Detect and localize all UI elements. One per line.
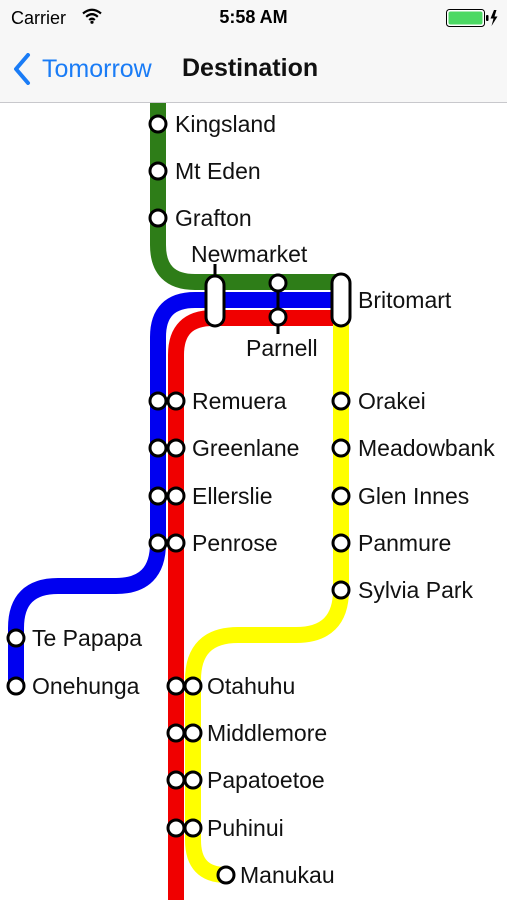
station-ellerslie[interactable]: Ellerslie xyxy=(148,483,273,509)
station-manukau[interactable]: Manukau xyxy=(216,862,335,888)
station-label: Middlemore xyxy=(207,720,327,746)
station-label: Puhinui xyxy=(207,815,284,841)
station-onehunga[interactable]: Onehunga xyxy=(6,673,140,699)
status-time: 5:58 AM xyxy=(219,7,288,27)
carrier-label: Carrier xyxy=(11,8,67,28)
station-label: Remuera xyxy=(192,388,287,414)
station-label: Greenlane xyxy=(192,435,299,461)
station-grafton[interactable]: Grafton xyxy=(148,205,252,231)
station-label: Orakei xyxy=(358,388,426,414)
station-otahuhu[interactable]: Otahuhu xyxy=(166,673,295,699)
station-label: Newmarket xyxy=(191,241,308,267)
station-parnell[interactable]: Parnell xyxy=(246,273,318,361)
station-label: Otahuhu xyxy=(207,673,295,699)
station-label: Parnell xyxy=(246,335,318,361)
station-papatoetoe[interactable]: Papatoetoe xyxy=(166,767,325,793)
station-label: Sylvia Park xyxy=(358,577,474,603)
chevron-left-icon xyxy=(14,53,30,85)
station-label: Manukau xyxy=(240,862,335,888)
station-label: Glen Innes xyxy=(358,483,469,509)
station-panmure[interactable]: Panmure xyxy=(331,530,451,556)
station-remuera[interactable]: Remuera xyxy=(148,388,287,414)
station-britomart[interactable]: Britomart xyxy=(330,272,452,328)
station-orakei[interactable]: Orakei xyxy=(331,388,426,414)
status-bar: Carrier 5:58 AM xyxy=(0,0,507,36)
station-te-papapa[interactable]: Te Papapa xyxy=(6,625,142,651)
station-newmarket[interactable]: Newmarket xyxy=(191,241,308,328)
back-button-label: Tomorrow xyxy=(42,54,152,83)
station-mt-eden[interactable]: Mt Eden xyxy=(148,158,261,184)
station-kingsland[interactable]: Kingsland xyxy=(148,111,276,137)
station-label: Penrose xyxy=(192,530,278,556)
station-label: Mt Eden xyxy=(175,158,261,184)
station-label: Panmure xyxy=(358,530,451,556)
station-label: Meadowbank xyxy=(358,435,495,461)
station-greenlane[interactable]: Greenlane xyxy=(148,435,299,461)
station-meadowbank[interactable]: Meadowbank xyxy=(331,435,495,461)
station-label: Te Papapa xyxy=(32,625,142,651)
page-title: Destination xyxy=(182,54,319,82)
eastern-line xyxy=(185,318,349,883)
station-label: Britomart xyxy=(358,287,452,313)
station-middlemore[interactable]: Middlemore xyxy=(166,720,327,746)
wifi-icon xyxy=(82,8,102,24)
navigation-bar: Tomorrow Destination xyxy=(0,36,507,103)
station-label: Ellerslie xyxy=(192,483,273,509)
onehunga-line xyxy=(8,292,341,686)
western-line xyxy=(150,102,341,290)
station-label: Onehunga xyxy=(32,673,140,699)
station-label: Kingsland xyxy=(175,111,276,137)
station-penrose[interactable]: Penrose xyxy=(148,530,278,556)
station-label: Papatoetoe xyxy=(207,767,325,793)
station-sylvia-park[interactable]: Sylvia Park xyxy=(331,577,474,603)
station-glen-innes[interactable]: Glen Innes xyxy=(331,483,469,509)
station-label: Grafton xyxy=(175,205,252,231)
station-puhinui[interactable]: Puhinui xyxy=(166,815,284,841)
back-button[interactable]: Tomorrow xyxy=(12,51,152,87)
battery-icon xyxy=(446,9,498,27)
